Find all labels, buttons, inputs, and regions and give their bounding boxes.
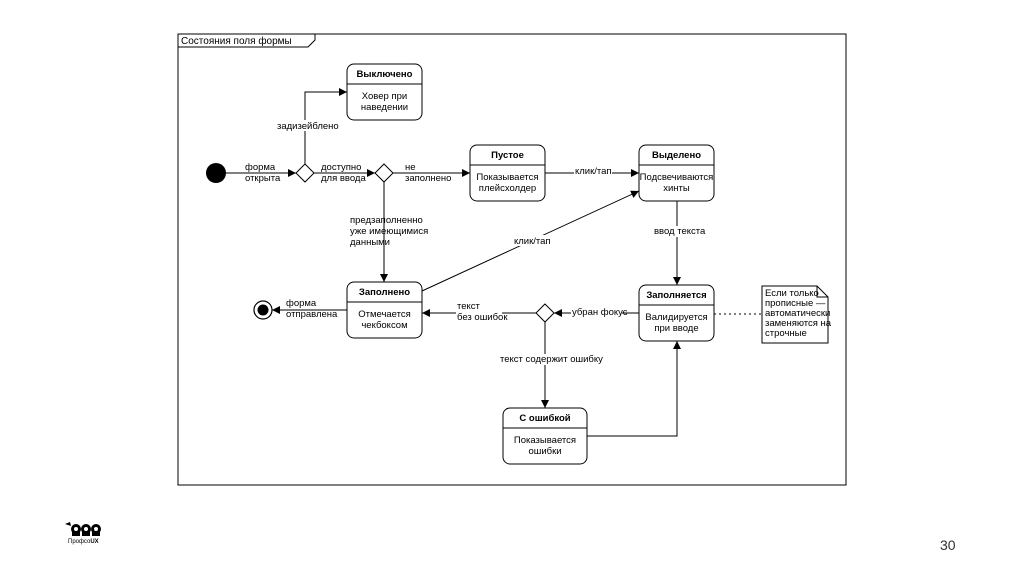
state-disabled: Выключено Ховер при наведении <box>346 63 423 121</box>
state-body-line: при вводе <box>654 323 698 334</box>
page-number: 30 <box>940 537 956 553</box>
edge-label: данными <box>350 237 390 248</box>
edge-label: текст <box>457 301 481 312</box>
final-state <box>253 300 273 320</box>
edge-label: отправлена <box>286 309 338 320</box>
edge-label: форма <box>245 162 276 173</box>
state-body-line: Показывается <box>514 435 576 446</box>
state-body-line: Отмечается <box>358 309 411 320</box>
note-line: автоматически <box>765 308 830 319</box>
state-filled: Заполнено Отмечается чекбоксом <box>346 281 423 339</box>
state-body-line: чекбоксом <box>361 320 407 331</box>
edge-label: доступно <box>321 162 361 173</box>
state-title: С ошибкой <box>519 413 570 424</box>
edge-label: не <box>405 162 416 173</box>
edge-label: для ввода <box>321 173 366 184</box>
state-selected: Выделено Подсвечиваются хинты <box>638 144 715 202</box>
state-title: Заполняется <box>646 290 706 301</box>
profsoux-logo-icon <box>65 522 101 536</box>
state-body-line: Подсвечиваются <box>640 172 714 183</box>
logo-text-regular: Профсо <box>68 539 91 545</box>
edge-label: клик/тап <box>514 236 551 247</box>
decision-availability <box>295 163 315 183</box>
frame-title-tab <box>178 33 316 48</box>
state-body-line: ошибки <box>528 446 561 457</box>
frame-title: Состояния поля формы <box>181 35 292 47</box>
state-title: Выделено <box>652 150 701 161</box>
state-title: Выключено <box>357 69 413 80</box>
edge-label: уже имеющимися <box>350 226 428 237</box>
edge-label: клик/тап <box>575 166 612 177</box>
edge-label: задизейблено <box>277 121 339 132</box>
diagram-frame <box>177 33 847 486</box>
note: Если только прописные — автоматически за… <box>761 285 832 344</box>
edge-label: предзаполненно <box>350 215 423 226</box>
state-body-line: хинты <box>663 183 690 194</box>
decision-fill-status <box>374 163 394 183</box>
state-title: Пустое <box>491 150 524 161</box>
edge-error-to-filling <box>587 341 681 437</box>
state-error: С ошибкой Показывается ошибки <box>502 407 588 465</box>
edge-to-disabled <box>304 88 347 164</box>
state-body-line: Показывается <box>476 172 538 183</box>
state-filling: Заполняется Валидируется при вводе <box>638 284 715 342</box>
note-line: заменяются на <box>765 318 832 329</box>
edge-label: ввод текста <box>654 226 706 237</box>
edge-label: убран фокус <box>572 307 628 318</box>
state-title: Заполнено <box>359 287 410 298</box>
state-body-line: наведении <box>361 102 408 113</box>
edge-label: без ошибок <box>457 312 508 323</box>
logo-text-bold: UX <box>90 539 99 545</box>
edge-label: открыта <box>245 173 281 184</box>
decision-validation <box>535 303 555 323</box>
logo-text: ПрофсоUX <box>68 539 99 545</box>
state-body-line: Ховер при <box>362 91 407 102</box>
note-line: строчные <box>765 328 807 339</box>
state-body-line: плейсхолдер <box>479 183 536 194</box>
edge-label: заполнено <box>405 173 451 184</box>
note-line: Если только <box>765 288 819 299</box>
state-empty: Пустое Показывается плейсхолдер <box>469 144 546 202</box>
state-body-line: Валидируется <box>645 312 707 323</box>
edge-label: форма <box>286 298 317 309</box>
note-line: прописные — <box>765 298 826 309</box>
initial-state <box>206 163 226 183</box>
edge-label: текст содержит ошибку <box>500 354 603 365</box>
